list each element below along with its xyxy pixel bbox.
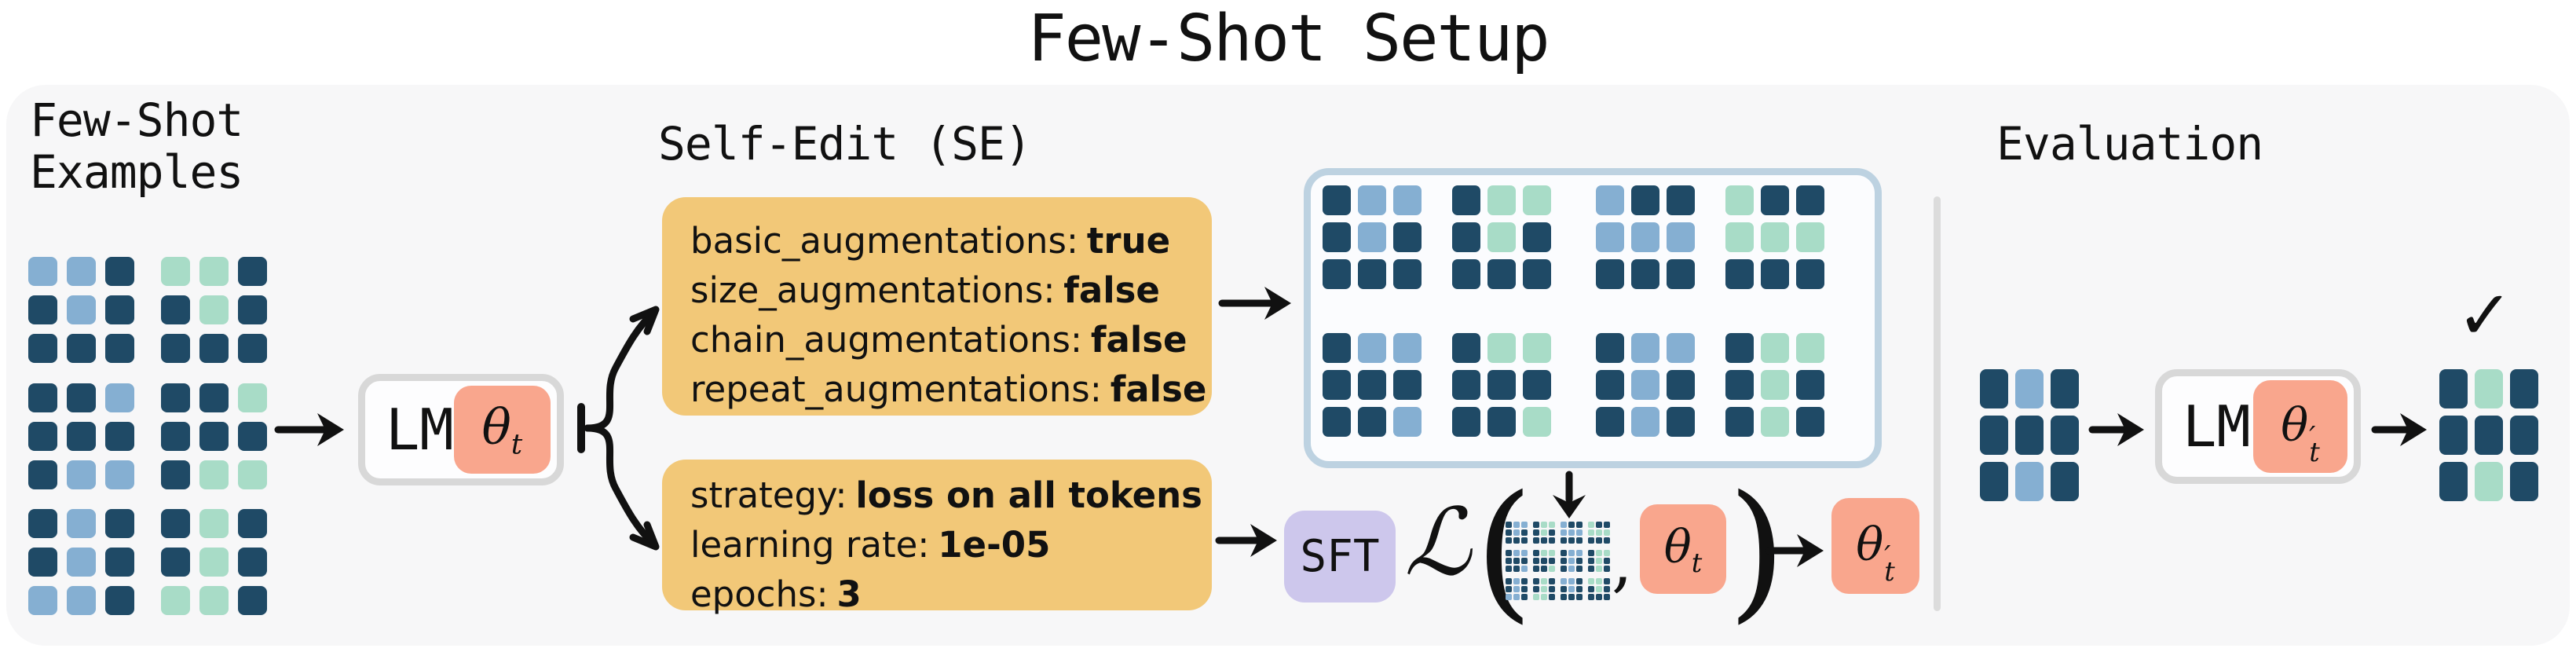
few-shot-pair2-input-grid <box>28 383 134 489</box>
few-shot-label-line2: Examples <box>30 145 243 199</box>
arrow-right-icon <box>2371 413 2427 446</box>
mini-grid <box>1588 550 1610 572</box>
theta-t-pill: θt <box>453 386 551 474</box>
mini-grid <box>1506 578 1528 600</box>
lm-label: LM <box>386 397 454 463</box>
mini-grid <box>1561 550 1583 572</box>
sft-box: SFT <box>1284 511 1396 603</box>
config-line: size_augmentations:false <box>690 269 1160 311</box>
lm-label: LM <box>2183 394 2251 460</box>
figure-title: Few-Shot Setup <box>1027 2 1550 76</box>
mini-grid <box>1588 522 1610 544</box>
mini-grid <box>1588 578 1610 600</box>
augmented-pair4-output-grid <box>1725 333 1824 437</box>
loss-symbol: ℒ <box>1404 488 1471 596</box>
few-shot-pair2-output-grid <box>161 383 267 489</box>
augmented-pair4-input-grid <box>1596 333 1695 437</box>
mini-grid <box>1533 550 1555 572</box>
mini-grid <box>1561 578 1583 600</box>
evaluation-label: Evaluation <box>1996 117 2263 170</box>
lm-box: LM θt <box>358 374 564 485</box>
eval-output-grid <box>2439 369 2538 501</box>
augmented-pair2-output-grid <box>1725 185 1824 289</box>
augmented-pair3-output-grid <box>1452 333 1551 437</box>
few-shot-examples-label: Few-Shot Examples <box>30 94 243 198</box>
few-shot-pair1-output-grid <box>161 257 267 363</box>
augmentation-config-box: basic_augmentations:true size_augmentati… <box>662 197 1212 416</box>
theta-t-symbol: θt <box>481 398 523 461</box>
few-shot-pair3-input-grid <box>28 509 134 615</box>
theta-t-pill: θt <box>1640 504 1726 594</box>
eval-input-grid <box>1980 369 2079 501</box>
config-line: epochs:3 <box>690 573 862 615</box>
few-shot-pair3-output-grid <box>161 509 267 615</box>
lm-prime-box: LM θ′t <box>2155 369 2361 484</box>
training-config-box: strategy:loss on all tokens learning rat… <box>662 460 1212 615</box>
mini-grid <box>1533 578 1555 600</box>
theta-t-prime-symbol: θ′t <box>1856 518 1895 588</box>
config-line: repeat_augmentations:false <box>690 368 1207 410</box>
self-edit-label: Self-Edit (SE) <box>658 117 1032 170</box>
arrow-right-icon <box>2088 413 2144 446</box>
config-line: chain_augmentations:false <box>690 319 1187 361</box>
arrow-right-icon <box>1215 524 1277 557</box>
comma: , <box>1612 523 1633 600</box>
config-line: basic_augmentations:true <box>690 220 1171 262</box>
arrow-right-icon <box>274 413 344 446</box>
mini-grid <box>1506 522 1528 544</box>
augmented-data-mini-mosaic <box>1506 522 1610 600</box>
config-line: learning rate:1e-05 <box>690 524 1051 566</box>
mini-grid <box>1533 522 1555 544</box>
arrow-right-icon <box>1218 287 1291 320</box>
mini-grid <box>1561 522 1583 544</box>
fork-arrows-icon <box>577 306 660 551</box>
few-shot-pair1-input-grid <box>28 257 134 363</box>
theta-t-prime-symbol: θ′t <box>2281 398 2320 468</box>
theta-t-prime-pill: θ′t <box>1831 498 1919 594</box>
augmented-pair1-input-grid <box>1323 185 1422 289</box>
config-line: strategy:loss on all tokens <box>690 474 1202 516</box>
few-shot-label-line1: Few-Shot <box>30 93 243 147</box>
arrow-down-icon <box>1553 471 1586 518</box>
augmented-pair3-input-grid <box>1323 333 1422 437</box>
section-divider <box>1934 196 1941 611</box>
checkmark-icon: ✓ <box>2457 277 2514 355</box>
mini-grid <box>1506 550 1528 572</box>
augmented-pair2-input-grid <box>1596 185 1695 289</box>
arrow-right-icon <box>1765 534 1824 567</box>
theta-t-symbol: θt <box>1663 520 1703 578</box>
sft-label: SFT <box>1300 531 1380 582</box>
theta-t-prime-pill: θ′t <box>2253 380 2347 473</box>
augmented-pair1-output-grid <box>1452 185 1551 289</box>
